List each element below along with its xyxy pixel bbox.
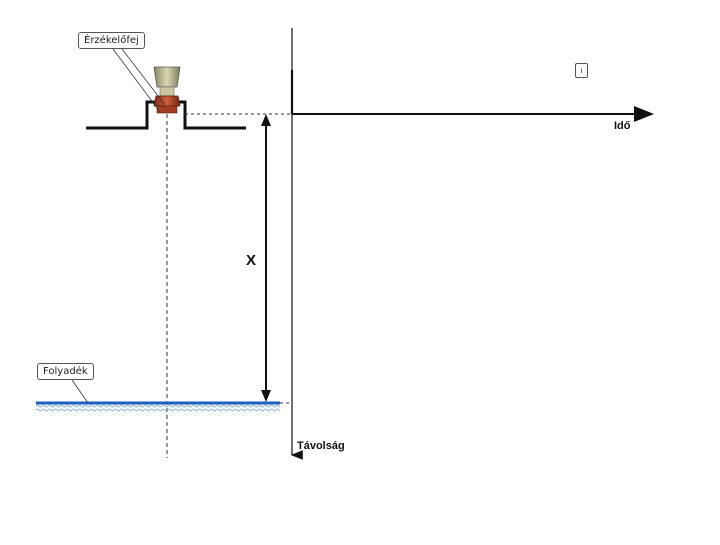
sensor-callout: Érzékelőfej [78, 32, 145, 49]
distance-dimension-arrow [261, 114, 271, 402]
distance-label: X [246, 252, 257, 269]
sensor-icon [153, 66, 181, 114]
liquid-surface-icon [36, 401, 280, 412]
liquid-callout-leader [69, 376, 89, 404]
sensor-callout-leader [112, 48, 166, 113]
distance-axis-label: Távolság [297, 440, 345, 452]
time-axis-label: Idő [614, 120, 631, 132]
small-marker-box: ı [575, 63, 588, 78]
liquid-callout: Folyadék [37, 363, 94, 380]
